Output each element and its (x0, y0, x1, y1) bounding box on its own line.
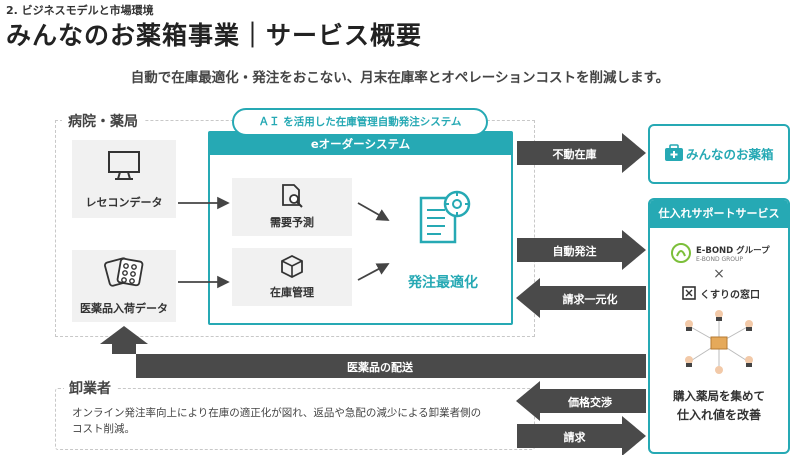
ai-banner: ＡＩ を活用した在庫管理自動発注システム (232, 108, 488, 136)
wholesaler-region (55, 388, 535, 450)
medicine-box-icon (665, 144, 683, 161)
section-label: 2. ビジネスモデルと市場環境 (6, 4, 154, 17)
receipt-data-label: レセコンデータ (85, 196, 163, 209)
ebond-logo-icon (671, 243, 691, 263)
support-caption-1: 購入薬局を集めて (673, 389, 765, 403)
support-service-box: 仕入れサポートサービス E-BOND グループ E-BOND GROUP × く… (648, 198, 790, 454)
order-optimization-icon (419, 190, 471, 244)
dead-stock-label: 不動在庫 (552, 148, 597, 161)
wholesaler-text-2: コスト削減。 (72, 423, 135, 435)
order-optimization-label: 発注最適化 (408, 275, 478, 291)
billing-arrow (516, 278, 646, 318)
minna-logo-box: みんなのお薬箱 (648, 124, 790, 184)
delivery-arrow (100, 326, 646, 378)
computer-icon (108, 151, 140, 180)
request-label: 請求 (563, 431, 586, 444)
demand-forecast-box: 需要予測 (232, 178, 352, 236)
wholesaler-text-1: オンライン発注率向上により在庫の適正化が図れ、返品や急配の減少による卸業者側の (72, 407, 482, 419)
box-icon (281, 254, 303, 279)
minna-logo-text: みんなのお薬箱 (686, 147, 774, 162)
page-title: みんなのお薬箱事業｜サービス概要 (6, 21, 423, 50)
demand-forecast-label: 需要予測 (270, 216, 314, 229)
dead-stock-arrow (517, 133, 646, 173)
support-service-header: 仕入れサポートサービス (650, 200, 788, 228)
ebond-label: E-BOND グループ (696, 246, 770, 256)
kusuri-logo-icon (682, 286, 696, 300)
billing-label: 請求一元化 (562, 293, 618, 306)
pill-pack-icon (104, 257, 144, 287)
auto-order-arrow (517, 230, 646, 270)
support-caption-2: 仕入れ値を改善 (676, 408, 761, 422)
cross-mark: × (713, 266, 725, 282)
ebond-sub-label: E-BOND GROUP (696, 256, 744, 263)
auto-order-label: 自動発注 (552, 245, 597, 258)
inventory-label: 在庫管理 (270, 286, 314, 299)
arrival-data-label: 医薬品入荷データ (80, 302, 168, 315)
kusuri-label: くすりの窓口 (700, 290, 760, 301)
price-negotiation-label: 価格交渉 (568, 396, 612, 409)
document-search-icon (282, 184, 303, 208)
eorder-system-header: eオーダーシステム (210, 133, 511, 155)
inventory-box: 在庫管理 (232, 248, 352, 306)
page-subtitle: 自動で在庫最適化・発注をおこない、月末在庫率とオペレーションコストを削減します。 (130, 70, 670, 86)
inventory-to-optimize-arrow (357, 263, 390, 281)
pharmacy-network-icon (685, 310, 753, 374)
wholesaler-label: 卸業者 (64, 378, 116, 398)
hospital-label: 病院・薬局 (62, 111, 144, 131)
receipt-data-box: レセコンデータ (72, 140, 176, 218)
delivery-label: 医薬品の配送 (347, 361, 413, 374)
price-negotiation-arrow (516, 381, 646, 421)
demand-to-optimize-arrow (357, 202, 390, 221)
request-arrow (517, 416, 646, 455)
arrival-data-box: 医薬品入荷データ (72, 250, 176, 322)
